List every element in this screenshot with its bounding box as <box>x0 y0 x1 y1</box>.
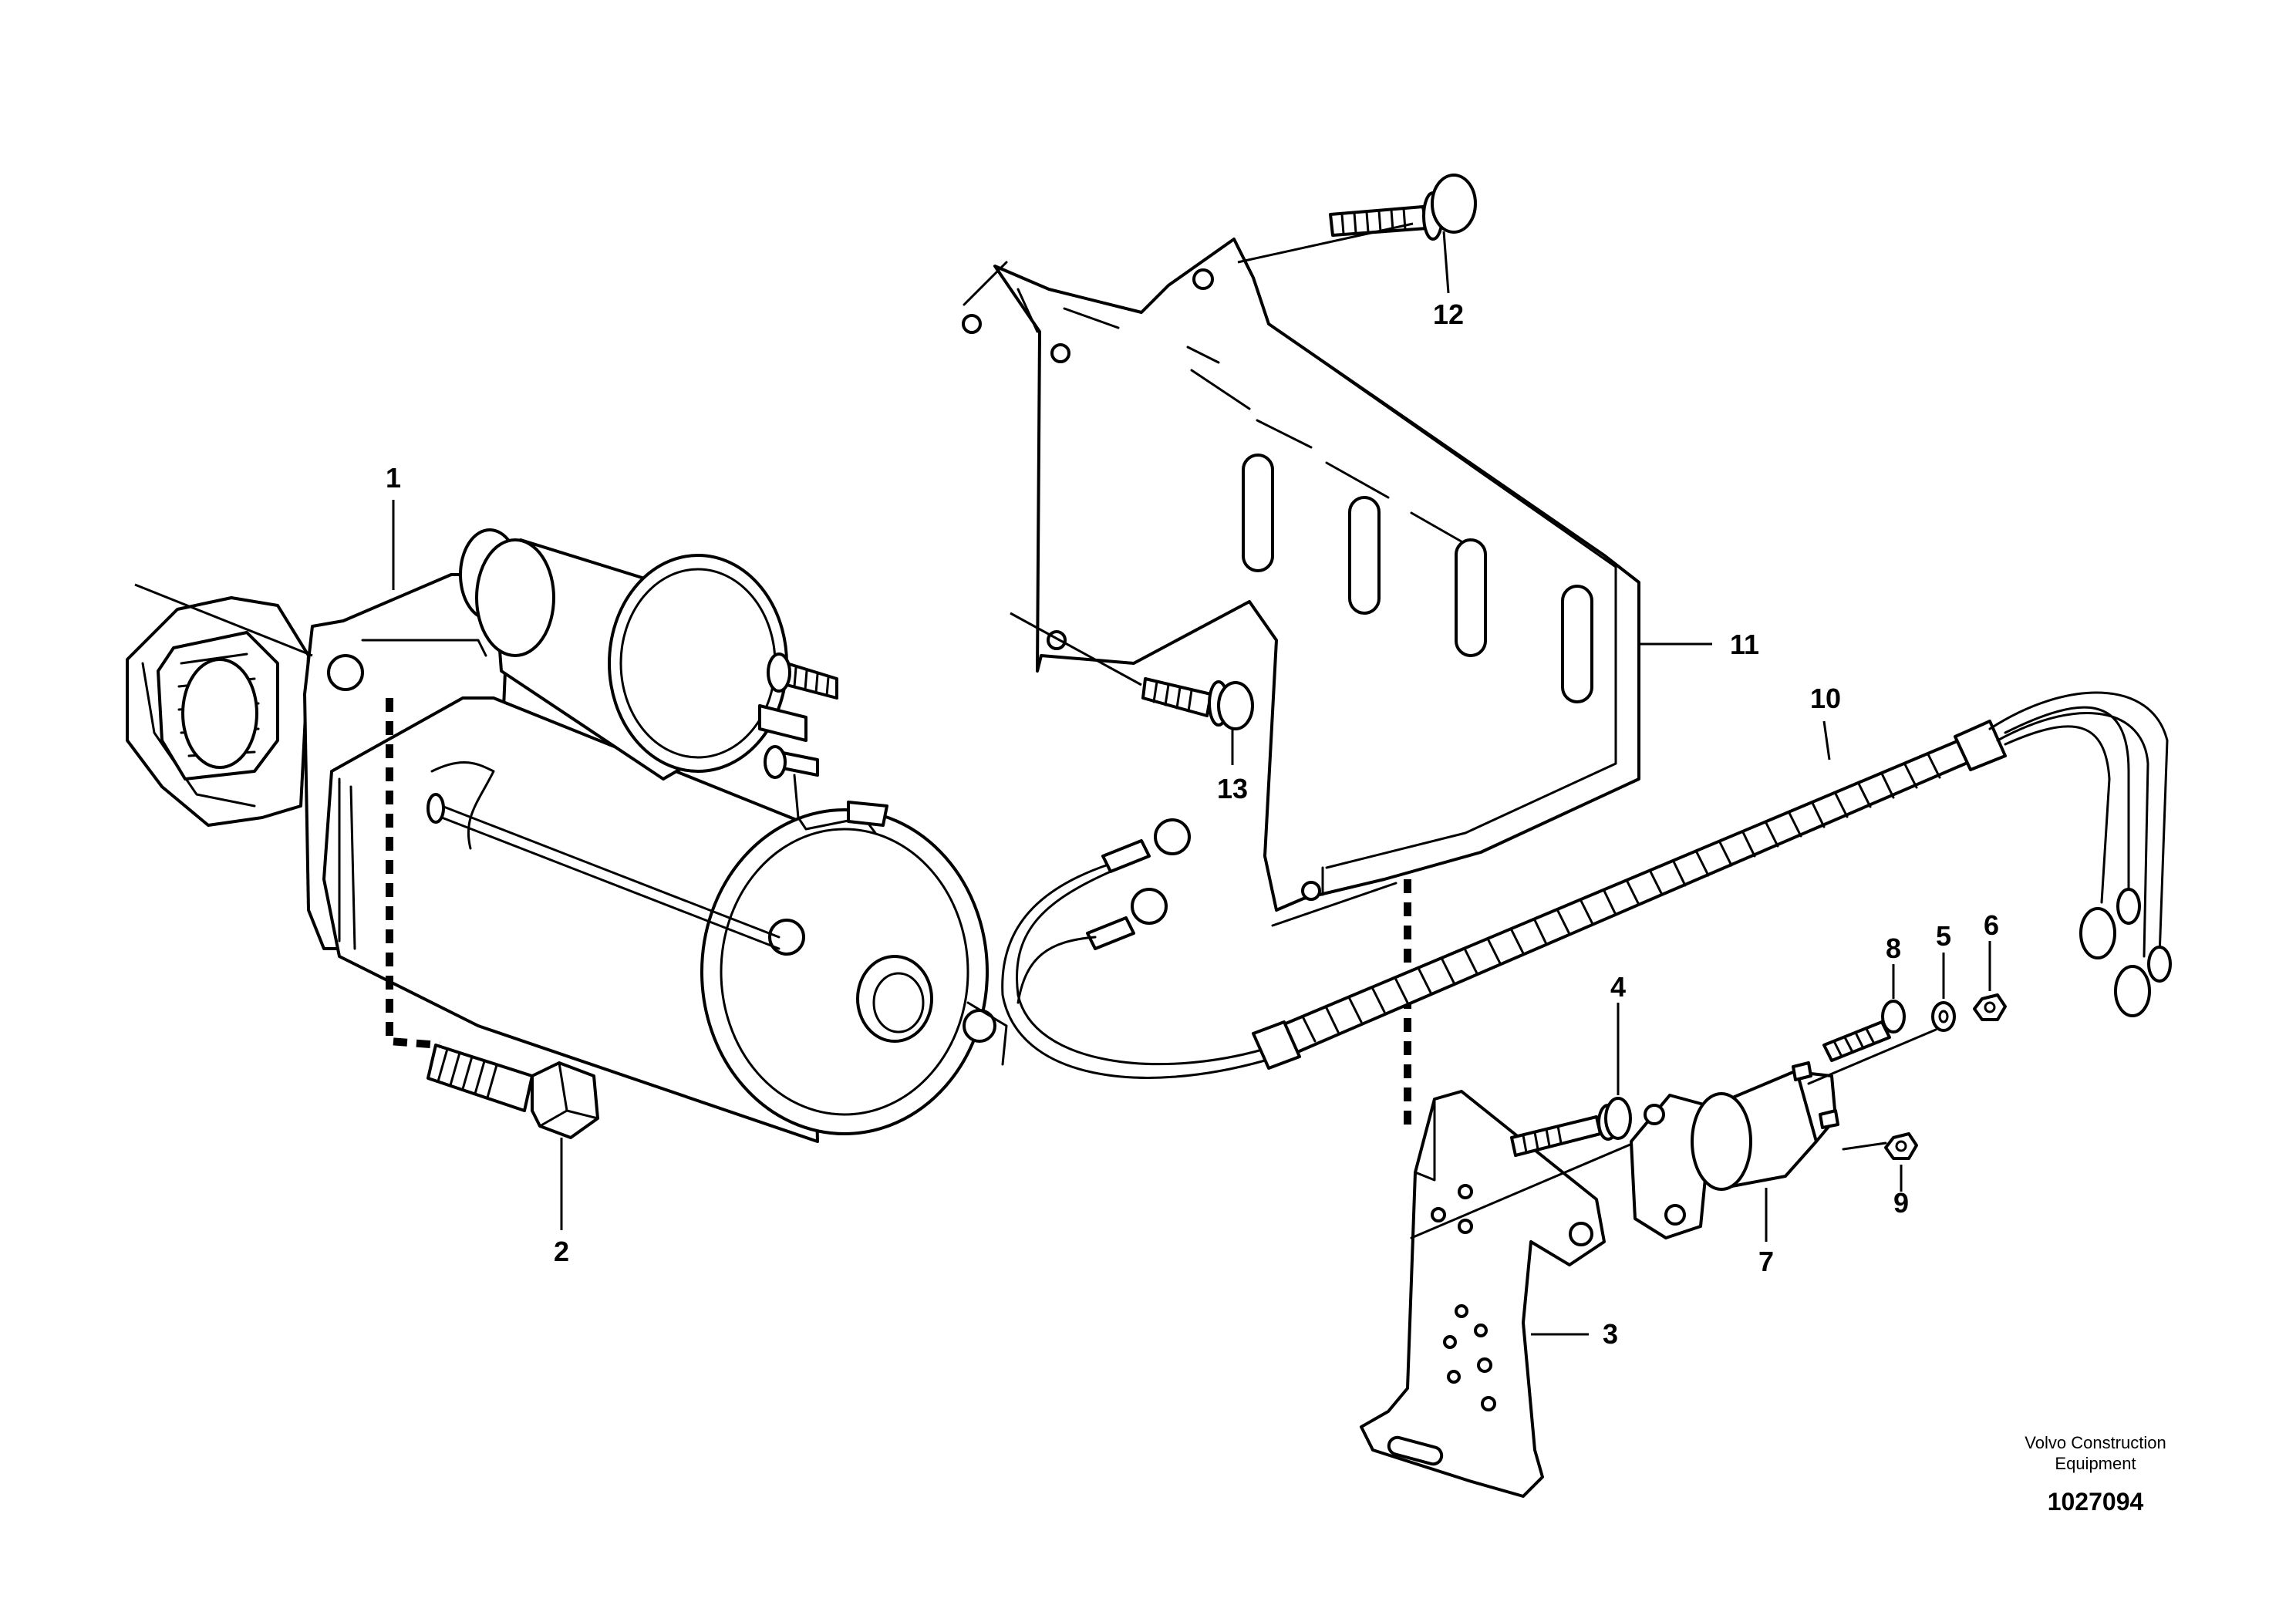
callout-1: 1 <box>386 462 401 494</box>
washer <box>1931 953 1956 1032</box>
starter-motor <box>126 500 1008 1143</box>
braided-cable-harness <box>1252 691 2172 1070</box>
hex-bolt <box>426 1044 599 1230</box>
callout-12: 12 <box>1433 298 1464 330</box>
callout-6: 6 <box>1984 909 1999 941</box>
callout-8: 8 <box>1886 932 1901 964</box>
callout-4: 4 <box>1610 971 1626 1003</box>
starter-relay <box>1630 1061 1839 1242</box>
callout-7: 7 <box>1758 1246 1774 1277</box>
document-number: 1027094 <box>2048 1488 2144 1516</box>
heat-shield-bracket <box>962 238 1640 912</box>
callout-11: 11 <box>1730 629 1759 660</box>
alignment-dashed-line-starter <box>386 698 440 1049</box>
battery-cable <box>1001 818 1266 1079</box>
small-bolt <box>1510 1003 1632 1157</box>
nut-upper <box>1973 941 2007 1021</box>
lower-mounting-bracket <box>1360 1090 1702 1498</box>
callout-2: 2 <box>554 1236 569 1267</box>
brand-line-2: Equipment <box>2055 1454 2136 1473</box>
callout-3: 3 <box>1603 1318 1618 1350</box>
callout-9: 9 <box>1893 1187 1909 1219</box>
flange-bolt-upper <box>1237 174 1477 294</box>
callout-13: 13 <box>1217 773 1248 804</box>
flange-bolt-lower <box>1010 612 1254 765</box>
nut-lower <box>1842 1132 1918 1192</box>
brand-line-1: Volvo Construction <box>2025 1433 2166 1452</box>
callout-5: 5 <box>1936 920 1951 952</box>
callout-10: 10 <box>1810 683 1841 714</box>
long-screw <box>1807 964 1937 1085</box>
